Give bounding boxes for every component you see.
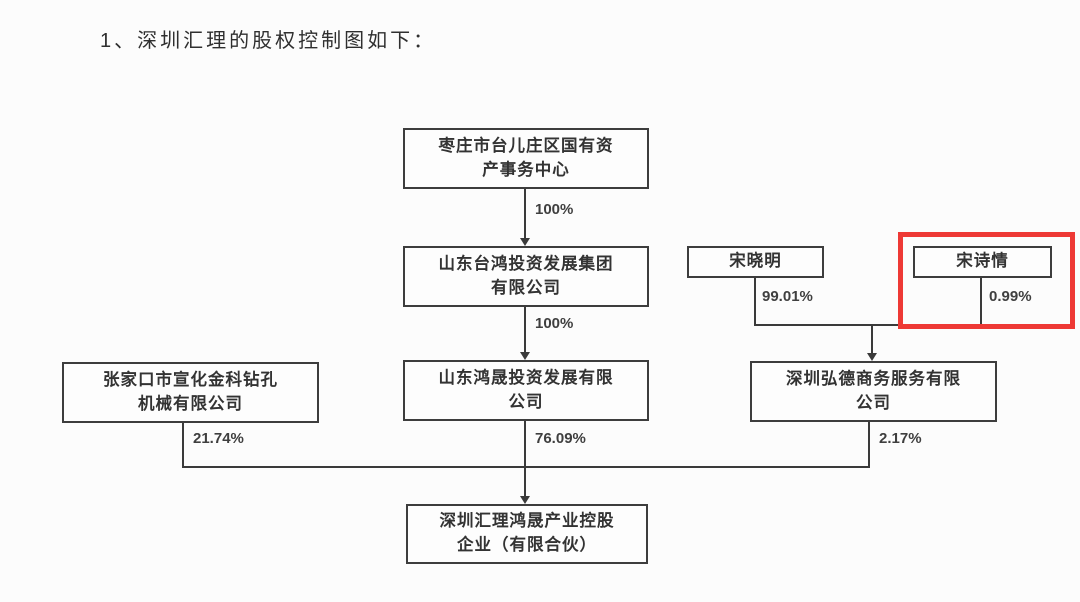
edge-hongsheng-huili (524, 421, 526, 496)
edge-xiaoming-junction (754, 278, 756, 326)
node-label-line: 公司 (508, 392, 544, 411)
stake-label-99-01: 99.01% (762, 288, 813, 305)
arrowhead-icon (520, 496, 530, 504)
node-song-shiqing: 宋诗情 (913, 246, 1052, 278)
arrowhead-icon (520, 352, 530, 360)
stake-label-2-17: 2.17% (879, 430, 922, 447)
node-label-line: 机械有限公司 (138, 394, 243, 413)
highlight-rectangle (898, 232, 1075, 329)
stake-label-100-top: 100% (535, 201, 574, 218)
node-song-xiaoming: 宋晓明 (687, 246, 824, 278)
junction-line-songs (754, 324, 982, 326)
edge-taierzhuang-taihong (524, 189, 526, 238)
stake-label-100-mid: 100% (535, 315, 574, 332)
section-heading: 1、深圳汇理的股权控制图如下： (100, 30, 437, 52)
node-label-line: 深圳汇理鸿晟产业控股 (439, 512, 615, 531)
node-label-line: 宋晓明 (729, 252, 782, 271)
node-zhangjiakou-jinke: 张家口市宣化金科钻孔 机械有限公司 (62, 362, 319, 423)
node-taierzhuang-state-asset-center: 枣庄市台儿庄区国有资 产事务中心 (403, 128, 649, 189)
edge-zhangjiakou-junction (182, 423, 184, 468)
edge-hongde-junction (868, 422, 870, 468)
node-label-line: 枣庄市台儿庄区国有资 (438, 136, 614, 155)
node-label-line: 张家口市宣化金科钻孔 (103, 370, 278, 389)
node-label-line: 宋诗情 (956, 252, 1009, 271)
node-label-line: 山东台鸿投资发展集团 (438, 254, 614, 273)
stake-label-0-99: 0.99% (989, 288, 1032, 305)
edge-shiqing-junction (980, 278, 982, 326)
node-label-line: 公司 (856, 393, 891, 412)
stake-label-21-74: 21.74% (193, 430, 244, 447)
node-shenzhen-huili-hongsheng: 深圳汇理鸿晟产业控股 企业（有限合伙） (406, 504, 648, 564)
edge-junction-hongde (871, 324, 873, 354)
stake-label-76-09: 76.09% (535, 430, 586, 447)
node-shenzhen-hongde: 深圳弘德商务服务有限 公司 (750, 361, 997, 422)
edge-taihong-hongsheng (524, 307, 526, 352)
junction-line-bottom (182, 466, 870, 468)
node-label-line: 企业（有限合伙） (457, 536, 597, 554)
arrowhead-icon (520, 238, 530, 246)
arrowhead-icon (867, 353, 877, 361)
node-label-line: 有限公司 (491, 278, 561, 297)
node-shandong-hongsheng: 山东鸿晟投资发展有限 公司 (403, 360, 649, 421)
node-label-line: 山东鸿晟投资发展有限 (438, 368, 614, 387)
node-label-line: 深圳弘德商务服务有限 (786, 369, 961, 388)
node-shandong-taihong: 山东台鸿投资发展集团 有限公司 (403, 246, 649, 307)
node-label-line: 产事务中心 (482, 160, 570, 179)
